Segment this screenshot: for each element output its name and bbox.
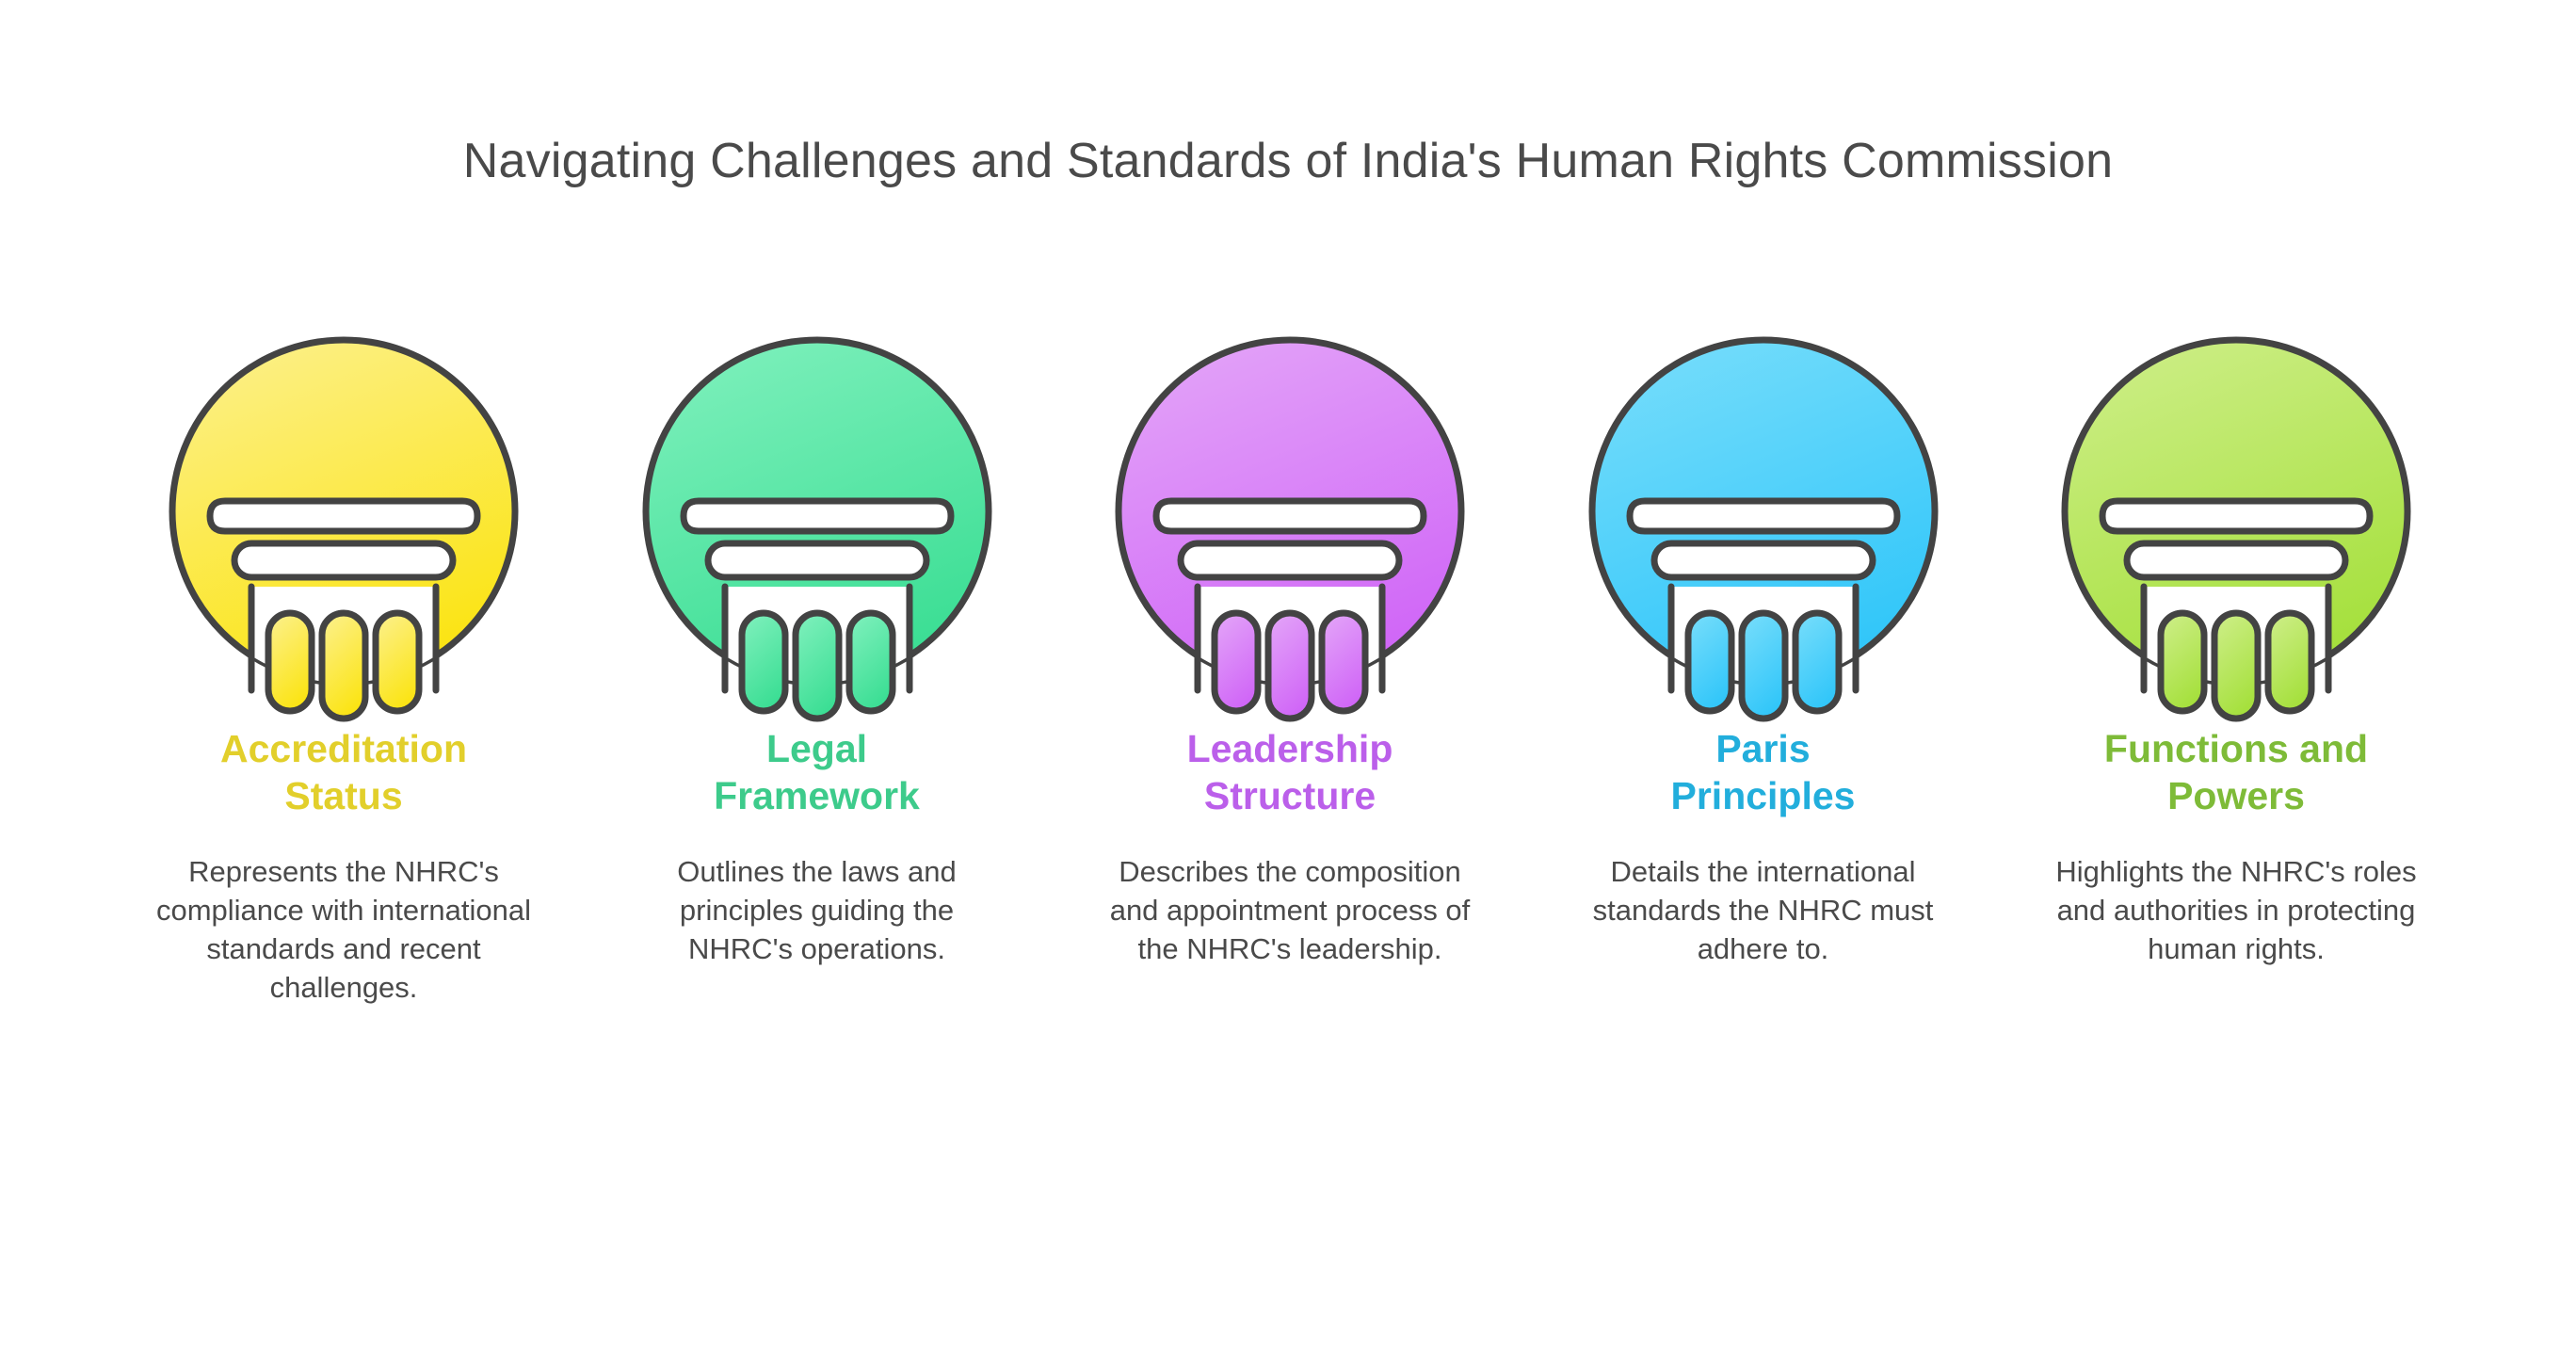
pillar-icon-paris-principles [1585, 334, 1942, 722]
column-heading: Leadership Structure [1186, 727, 1393, 818]
feature-columns: Accreditation Status Represents the NHRC… [113, 334, 2467, 1008]
column-description: Highlights the NHRC's roles and authorit… [2055, 855, 2417, 965]
pillar-icon-leadership-structure [1111, 334, 1469, 722]
column-description: Outlines the laws and principles guiding… [677, 855, 957, 965]
column-description: Describes the composition and appointmen… [1109, 855, 1471, 965]
column-description: Details the international standards the … [1592, 855, 1934, 965]
feature-column-functions-and-powers[interactable]: Functions and Powers Highlights the NHRC… [2005, 334, 2467, 969]
page-title: Navigating Challenges and Standards of I… [462, 134, 2114, 188]
column-heading: Legal Framework [714, 727, 920, 818]
column-heading: Functions and Powers [2103, 727, 2369, 818]
column-heading: Accreditation Status [220, 727, 467, 818]
column-heading: Paris Principles [1670, 727, 1856, 818]
pillar-icon-legal-framework [638, 334, 996, 722]
feature-column-accreditation-status[interactable]: Accreditation Status Represents the NHRC… [113, 334, 574, 1008]
feature-column-leadership-structure[interactable]: Leadership Structure Describes the compo… [1059, 334, 1521, 969]
column-description: Represents the NHRC's compliance with in… [155, 855, 532, 1004]
feature-column-legal-framework[interactable]: Legal Framework Outlines the laws and pr… [587, 334, 1048, 969]
pillar-icon-accreditation-status [165, 334, 523, 722]
pillar-icon-functions-and-powers [2057, 334, 2415, 722]
feature-column-paris-principles[interactable]: Paris Principles Details the internation… [1533, 334, 1994, 969]
